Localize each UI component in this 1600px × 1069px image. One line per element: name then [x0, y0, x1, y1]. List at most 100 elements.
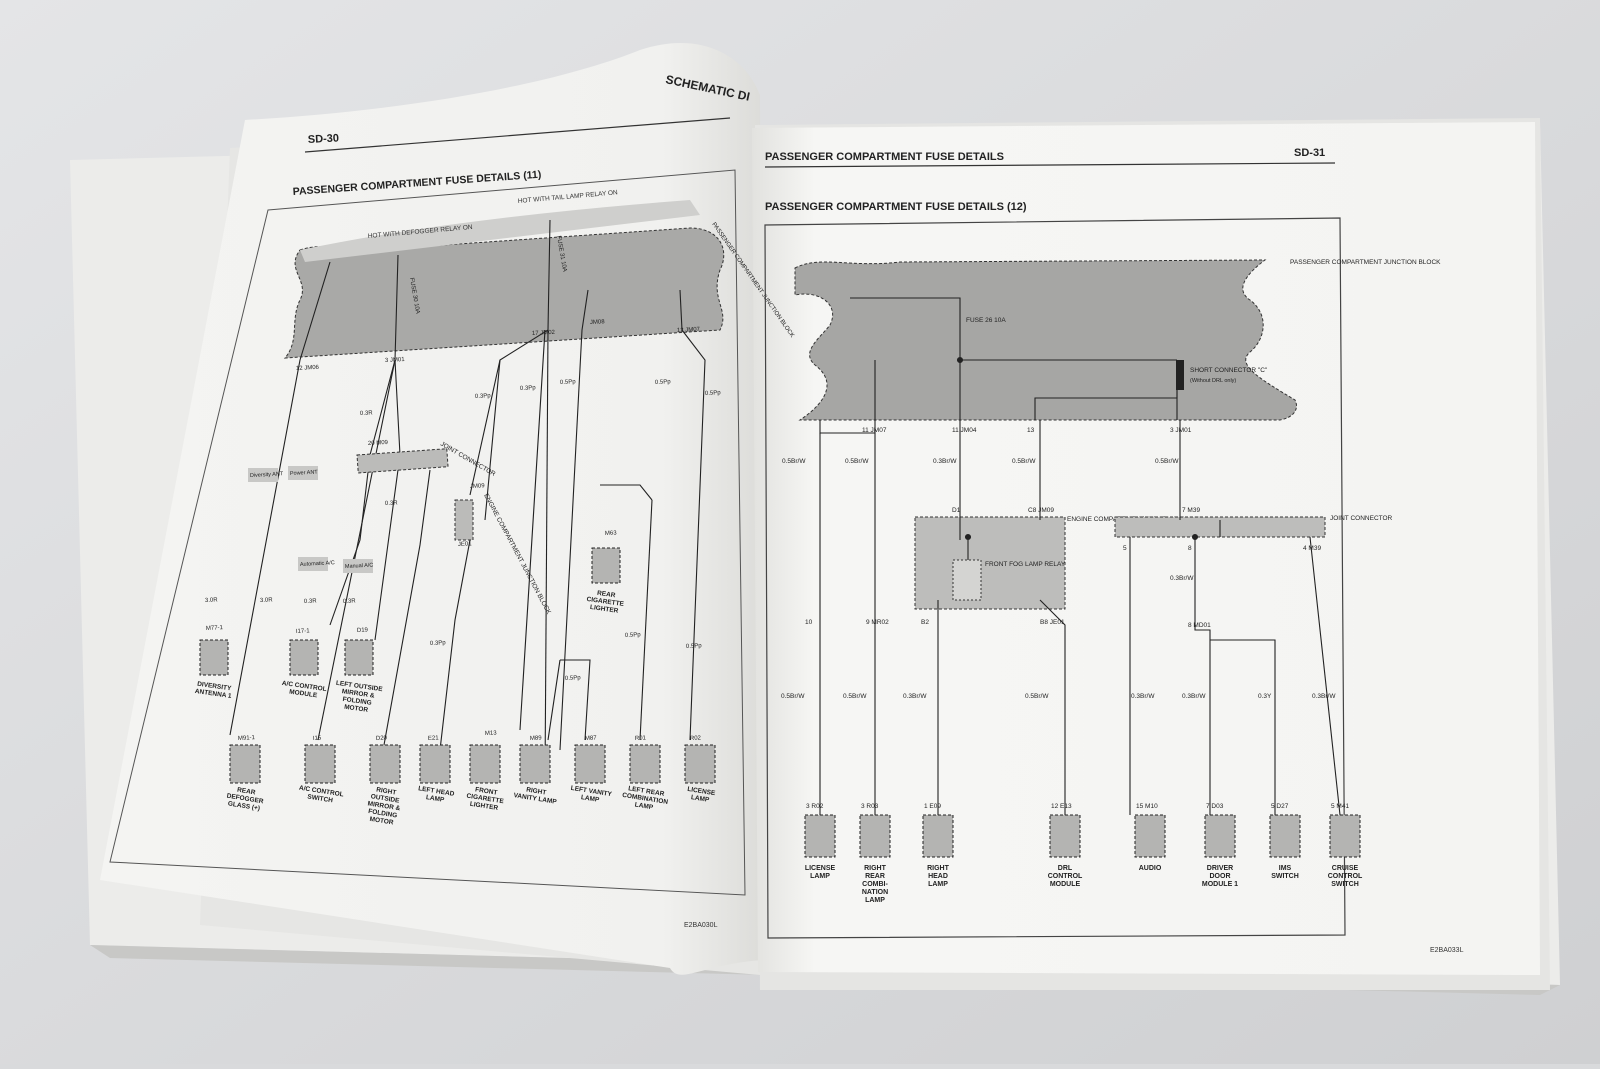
label-line: REAR — [237, 787, 257, 797]
right-component — [922, 814, 954, 858]
left-wire — [600, 484, 653, 501]
right-top-connector: 13 — [1027, 427, 1035, 434]
left-connector-label: D19 — [357, 627, 369, 634]
left-connector-label: 12 JM06 — [296, 365, 320, 372]
label-line: LAMP — [690, 794, 710, 804]
right-wire-label: 0.3Br/W — [933, 458, 957, 465]
right-component-connector: 5 M41 — [1331, 803, 1349, 810]
label-line: FOLDING — [368, 808, 398, 819]
label-line: RIGHT — [526, 786, 547, 796]
label-line: COMBI- — [862, 881, 888, 888]
left-connector-label: 12 JM07 — [677, 327, 701, 334]
left-connector-label: D20 — [376, 735, 388, 742]
right-header-rule — [764, 162, 1336, 168]
label-line: FOLDING — [342, 696, 372, 707]
right-mid-connector: C8 JM09 — [1028, 507, 1054, 514]
label-line: SWITCH — [1331, 881, 1359, 888]
left-wire-label: 0.5Pp — [565, 675, 582, 682]
right-wire-label: 0.3Br/W — [1312, 693, 1336, 700]
left-connector-label: 3 JM01 — [385, 357, 406, 364]
label-line: LAMP — [425, 794, 445, 804]
label-line: RIGHT — [927, 865, 950, 872]
label-line: DOOR — [1210, 873, 1231, 880]
left-component — [304, 744, 336, 784]
right-relay-label: FRONT FOG LAMP RELAY — [985, 561, 1066, 568]
label-line: NATION — [862, 889, 888, 896]
label-line: AUDIO — [1139, 865, 1162, 872]
left-connector-label: R02 — [690, 735, 702, 742]
label-line: OUTSIDE — [370, 793, 400, 805]
splice-dot — [964, 533, 972, 541]
right-component — [804, 814, 836, 858]
left-connector-label: M87 — [585, 735, 598, 742]
right-page-number: SD-31 — [1294, 147, 1325, 159]
right-top-connector: 11 JM04 — [952, 427, 977, 434]
left-connector-label: JE01 — [458, 541, 473, 548]
splice-dot — [1191, 533, 1199, 541]
left-wire — [383, 469, 431, 746]
variant-label: Power ANT — [290, 470, 319, 477]
left-header-rule — [304, 117, 731, 153]
left-wire-label: 3.0R — [260, 597, 274, 604]
left-component — [591, 547, 621, 584]
left-connector-label: M77-1 — [206, 625, 224, 632]
right-mid-connector: B8 JE01 — [1040, 619, 1065, 626]
left-wire-label: 0.5Pp — [686, 643, 703, 650]
label-line: MODULE — [289, 689, 319, 700]
label-line: CONTROL — [1328, 873, 1363, 880]
variant-tag — [288, 466, 318, 480]
left-connector-label: I15 — [313, 736, 322, 742]
right-component — [859, 814, 891, 858]
right-block-label: PASSENGER COMPARTMENT JUNCTION BLOCK — [1290, 259, 1441, 266]
left-wire — [544, 329, 549, 781]
right-wire — [1194, 537, 1211, 815]
left-component — [419, 744, 451, 784]
left-component — [369, 744, 401, 784]
right-component — [1134, 814, 1166, 858]
label-line: LAMP — [928, 881, 948, 888]
right-mid-connector: 8 MD01 — [1188, 622, 1211, 629]
left-wire-label: 0.3Pp — [475, 393, 492, 400]
left-connector-label: E21 — [428, 735, 440, 742]
left-wire-label: 3.0R — [205, 597, 219, 604]
left-wire — [559, 289, 589, 751]
label-line: LICENSE — [687, 786, 717, 797]
right-wire-label: 0.5Br/W — [1025, 693, 1049, 700]
left-wire-label: 0.3Pp — [430, 640, 447, 647]
left-joint-connector — [356, 448, 449, 474]
left-wire — [229, 261, 331, 736]
right-short-connector-label: SHORT CONNECTOR "C" — [1190, 367, 1268, 374]
right-mid-connector: 9 MR02 — [866, 619, 889, 626]
right-figure-title: PASSENGER COMPARTMENT FUSE DETAILS (12) — [765, 201, 1027, 213]
right-mid-connector: B2 — [921, 619, 929, 626]
left-connector-label: 20 M09 — [368, 440, 389, 447]
left-component — [229, 744, 261, 784]
splice-dot — [956, 356, 964, 364]
right-wire-label: 0.3Y — [1258, 693, 1272, 700]
label-line: MOTOR — [344, 704, 369, 714]
label-line: MODULE 1 — [1202, 881, 1238, 888]
label-line: IMS — [1279, 865, 1292, 872]
left-figure-code: E2BA030L — [684, 922, 718, 929]
right-page-content: PASSENGER COMPARTMENT FUSE DETAILS SD-31… — [764, 147, 1464, 954]
right-wire-label: 0.3Br/W — [903, 693, 927, 700]
right-wire-label: 0.3Br/W — [1182, 693, 1206, 700]
left-connector-label: M91-1 — [238, 735, 256, 742]
right-joint-connector-label: JOINT CONNECTOR — [1330, 515, 1393, 522]
right-component-connector: 3 R02 — [806, 803, 824, 810]
right-fuse: FUSE 26 10A — [966, 317, 1006, 324]
right-component — [1269, 814, 1301, 858]
right-junction-block — [794, 259, 1297, 421]
right-wire — [1309, 536, 1341, 816]
label-line: LIGHTER — [469, 801, 499, 812]
right-wire-label: 0.3Br/W — [1131, 693, 1155, 700]
label-line: LIGHTER — [590, 604, 620, 615]
left-connector-label: JM08 — [590, 319, 606, 326]
right-component — [1204, 814, 1236, 858]
label-line: SWITCH — [307, 793, 334, 804]
label-line: DRL — [1058, 865, 1073, 872]
left-wire — [329, 359, 396, 626]
